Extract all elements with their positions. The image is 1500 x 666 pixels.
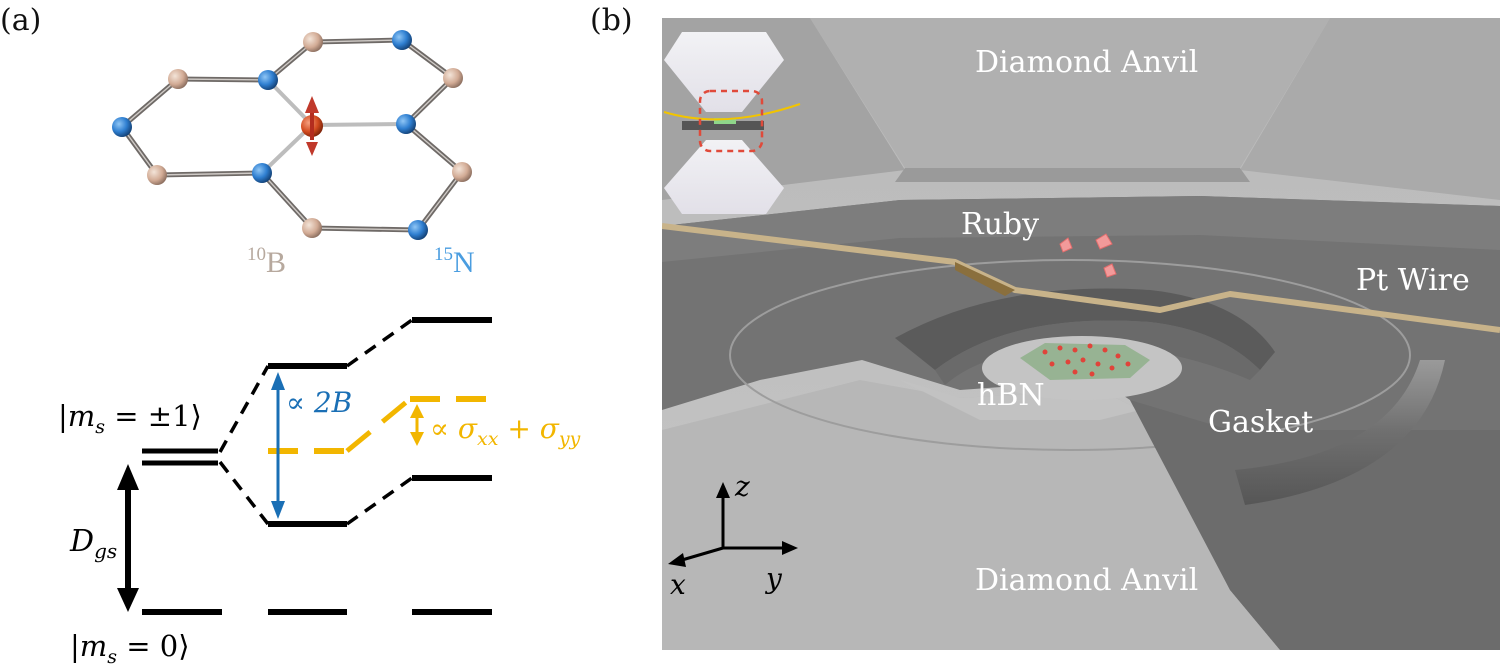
dac-inset: [663, 32, 801, 214]
state-label-plus-minus-one: |ms = ±1⟩: [58, 399, 202, 438]
boron-atoms: [147, 32, 472, 238]
axis-label-y: y: [764, 562, 783, 595]
isotope-label-n: 15N: [434, 244, 475, 279]
bottom-anvil-label: Diamond Anvil: [975, 563, 1198, 598]
gasket-label: Gasket: [1208, 405, 1313, 440]
pt-wire: [662, 223, 1500, 333]
stress-arrow: [410, 404, 424, 446]
hbn-label: hBN: [977, 378, 1045, 413]
top-anvil: [810, 18, 1330, 168]
coordinate-axes: [668, 482, 798, 567]
axis-label-x: x: [670, 568, 686, 601]
dgs-arrow: [117, 464, 139, 612]
axis-label-z: z: [734, 470, 750, 503]
dgs-label: Dgs: [69, 524, 117, 563]
state-label-zero: |ms = 0⟩: [70, 629, 190, 666]
top-anvil-label: Diamond Anvil: [975, 45, 1198, 80]
panel-a-label: (a): [0, 3, 41, 38]
pt-wire-label: Pt Wire: [1356, 263, 1470, 298]
hbn-lattice: [119, 37, 465, 233]
nitrogen-atoms: [112, 30, 428, 240]
ruby-label: Ruby: [961, 207, 1039, 242]
zeeman-arrow: [271, 372, 285, 519]
stress-label: ∝ σxx + σyy: [430, 412, 581, 450]
gasket-ring: [895, 288, 1275, 370]
isotope-label-b: 10B: [247, 244, 286, 279]
tube: [1235, 360, 1445, 505]
ruby-chips: [1059, 233, 1117, 278]
energy-levels: [142, 317, 492, 615]
hbn-spins: [1042, 343, 1131, 377]
panel-b-label: (b): [590, 3, 633, 38]
dac-scene: Diamond Anvil Diamond Anvil Ruby Pt Wire…: [662, 18, 1500, 650]
zeeman-label: ∝ 2B: [286, 386, 352, 419]
stress-shift-levels: [268, 396, 492, 454]
bottom-anvil: [662, 380, 1280, 650]
boron-vacancy-spin: [301, 96, 323, 156]
